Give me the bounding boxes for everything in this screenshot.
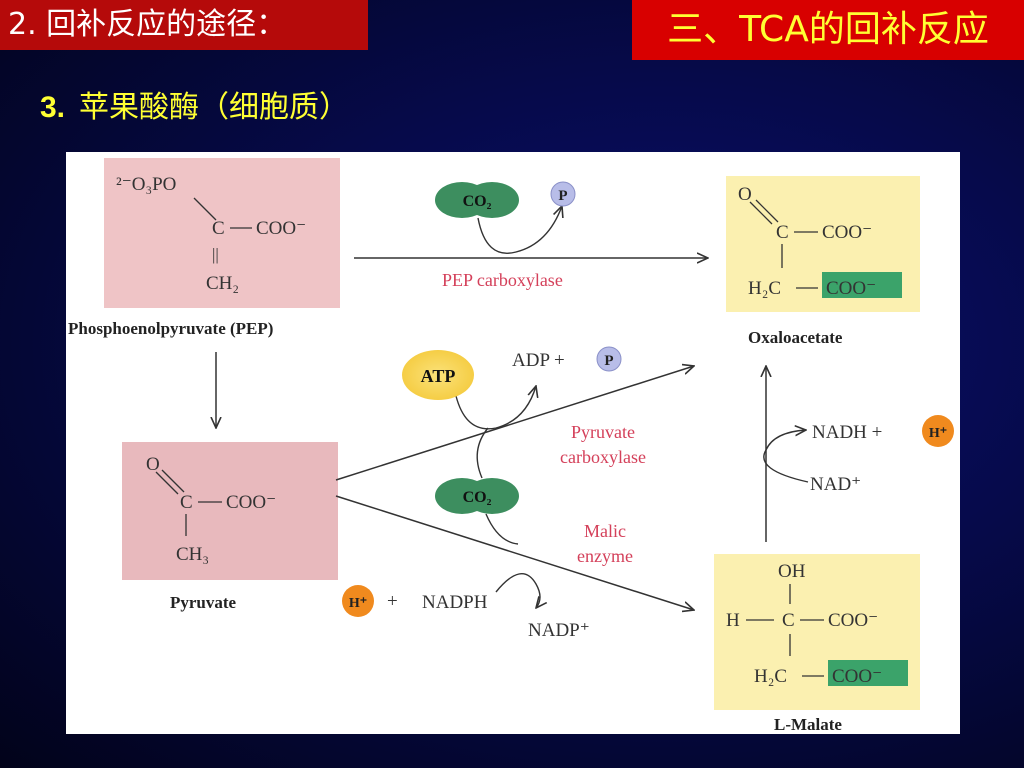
malate-carboxyl-highlighted: COO⁻ [832,666,882,687]
malate-hydrogen: H [726,610,740,631]
subtitle-text: 苹果酸酶（细胞质） [79,90,350,125]
pep-carbon: C [212,218,225,239]
pyruvate-oxygen: O [146,454,160,475]
co2-to-malic-enzyme-curve [485,513,519,545]
subtitle-number: 3. [40,91,66,124]
pep-ch2: CH₂ [206,273,239,294]
oxaloacetate-h2c: H₂C [748,278,781,299]
oxaloacetate-carbon: C [776,222,789,243]
pyruvate-label: Pyruvate [170,593,237,612]
pyruvate-to-oxaloacetate-arrow [335,366,694,481]
nadh-plus-label: NADH + [812,422,882,443]
pep-carboxylate: COO⁻ [256,218,306,239]
atp-badge: ATP [402,350,474,400]
malate-carboxyl-highlight [828,660,908,686]
pathway-figure: ²⁻O₃PO C COO⁻ || CH₂ Phosphoenolpyruvate… [66,152,960,734]
co2-middle-label: CO₂ [463,489,492,506]
co2-top-label: CO₂ [463,193,492,210]
phosphate-badge-middle: P [596,346,622,372]
oxaloacetate-label: Oxaloacetate [748,328,843,347]
pyruvate-carboxylase-label-line1: Pyruvate [571,422,635,442]
malate-box [714,554,920,710]
nadph-to-nadp-curved-arrow [495,573,540,608]
phosphate-top-label: P [558,188,567,204]
nadp-plus-label: NADP⁺ [528,620,590,641]
malic-enzyme-label-line2: enzyme [577,546,633,566]
oxaloacetate-carboxylate: COO⁻ [822,222,872,243]
adp-plus-label: ADP + [512,350,565,371]
co2-badge-top: CO₂ [435,182,519,218]
malate-carboxylate: COO⁻ [828,610,878,631]
pep-phosphate-group: ²⁻O₃PO [116,174,176,195]
malate-hydroxyl: OH [778,561,806,582]
oxaloacetate-new-carboxyl: COO⁻ [826,278,876,299]
phosphate-badge-top: P [550,181,576,207]
pyruvate-to-malate-arrow [335,495,694,610]
pep-label: Phosphoenolpyruvate (PEP) [68,319,273,338]
malate-label: L-Malate [774,715,842,734]
slide-subtitle: 3. 苹果酸酶（细胞质） [40,82,349,126]
h-plus-right-label: H⁺ [929,426,947,441]
h-plus-badge-left: H⁺ [342,585,374,617]
malate-h2c: H₂C [754,666,787,687]
pyruvate-box [122,442,338,580]
malic-enzyme-label-line1: Malic [584,521,626,541]
phosphate-middle-label: P [604,353,613,369]
pyruvate-carboxylase-label-line2: carboxylase [560,447,646,467]
malate-carbon: C [782,610,795,631]
pep-box [104,158,340,308]
h-plus-badge-right: H⁺ [922,415,954,447]
nad-plus-label: NAD⁺ [810,474,861,495]
pyruvate-ch3: CH₃ [176,544,209,565]
plus-label: + [387,591,398,612]
oxaloacetate-new-carboxyl-highlight [822,272,902,298]
section-tag-left: 2. 回补反应的途径： [0,0,368,50]
pyruvate-carbon: C [180,492,193,513]
section-tag-right: 三、TCA的回补反应 [632,0,1024,60]
h-plus-left-label: H⁺ [349,596,367,611]
pyruvate-carboxylate: COO⁻ [226,492,276,513]
pep-carboxylase-label: PEP carboxylase [442,270,563,290]
pep-carboxylase-curved-arrow [477,206,562,254]
atp-label: ATP [421,366,456,386]
co2-badge-middle: CO₂ [435,478,519,514]
co2-to-pyruvate-carboxylase-curve [476,427,489,479]
nad-to-nadh-curved-arrow [763,430,809,483]
pep-double-bond: || [212,245,219,264]
pathway-diagram: ²⁻O₃PO C COO⁻ || CH₂ Phosphoenolpyruvate… [68,158,954,734]
nadph-label: NADPH [422,592,488,613]
atp-hydrolysis-curved-arrow [455,386,536,430]
oxaloacetate-oxygen: O [738,184,752,205]
